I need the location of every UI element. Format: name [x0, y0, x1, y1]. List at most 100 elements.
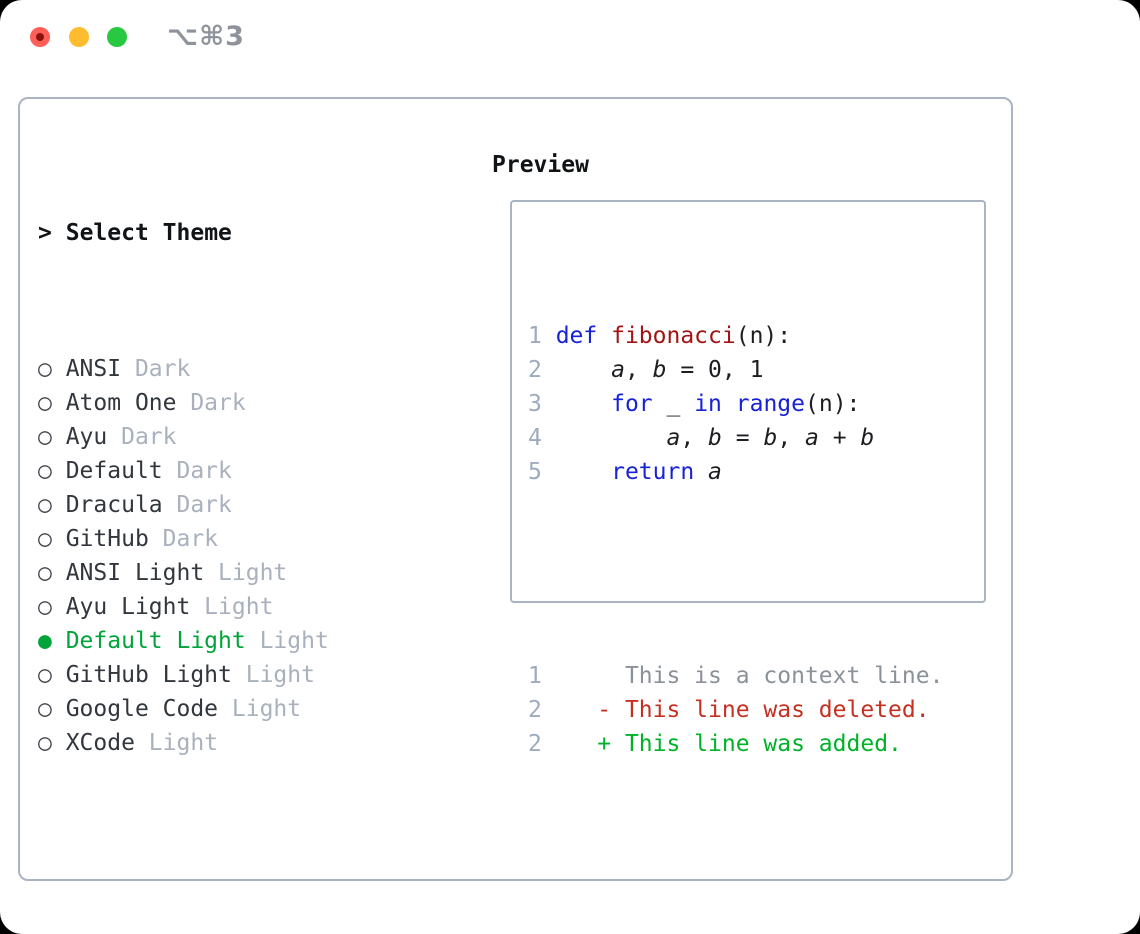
theme-list: ○ ANSI Dark○ Atom One Dark○ Ayu Dark○ De…: [38, 352, 426, 760]
theme-name-label: Ayu: [65, 424, 108, 450]
line-number: 2: [528, 697, 542, 723]
code-token: a: [708, 459, 722, 485]
code-token: b: [652, 357, 667, 383]
radio-unselected-icon: ○: [38, 390, 66, 416]
theme-variant-tag: Dark: [121, 356, 191, 382]
code-token: [556, 459, 611, 485]
code-token: in: [694, 391, 722, 417]
code-token: [694, 459, 708, 485]
minimize-button[interactable]: [69, 27, 89, 47]
theme-variant-tag: Light: [204, 560, 288, 586]
line-number: 2: [528, 357, 556, 383]
theme-name-label: Default Light: [65, 628, 246, 654]
theme-variant-tag: Light: [231, 662, 315, 688]
radio-unselected-icon: ○: [38, 696, 66, 722]
diff-line-added: 2 + This line was added.: [528, 727, 972, 761]
diff-text: + This line was added.: [541, 731, 902, 757]
theme-name-label: XCode: [65, 730, 135, 756]
code-token: [722, 391, 736, 417]
radio-unselected-icon: ○: [38, 458, 66, 484]
code-line: 2 a, b = 0, 1: [528, 353, 972, 387]
theme-variant-tag: Dark: [176, 390, 246, 416]
theme-option-atom-one-dark[interactable]: ○ Atom One Dark: [38, 386, 426, 420]
theme-option-default-dark[interactable]: ○ Default Dark: [38, 454, 426, 488]
theme-variant-tag: Dark: [107, 424, 177, 450]
theme-option-github-dark[interactable]: ○ GitHub Dark: [38, 522, 426, 556]
spacer: [38, 862, 426, 896]
radio-unselected-icon: ○: [38, 662, 66, 688]
code-token: [556, 357, 611, 383]
line-number: 1: [528, 323, 556, 349]
theme-option-ayu-dark[interactable]: ○ Ayu Dark: [38, 420, 426, 454]
diff-line-context: 1 This is a context line.: [528, 659, 972, 693]
theme-name-label: ANSI Light: [65, 560, 205, 586]
code-token: [556, 391, 611, 417]
theme-variant-tag: Dark: [148, 526, 219, 552]
code-line: 1 def fibonacci(n):: [528, 319, 972, 353]
radio-unselected-icon: ○: [38, 526, 66, 552]
close-button[interactable]: [30, 27, 50, 47]
theme-variant-tag: Light: [190, 594, 274, 620]
select-theme-header: > Select Theme: [38, 216, 426, 250]
theme-name-label: Default: [65, 458, 163, 484]
line-number: 5: [528, 459, 556, 485]
line-number: 1: [528, 663, 542, 689]
code-token: a: [666, 425, 681, 451]
diff-preview: 1 This is a context line. 2 - This line w…: [528, 659, 972, 761]
diff-text: - This line was deleted.: [541, 697, 930, 723]
code-token: = 0, 1: [666, 357, 764, 383]
theme-name-label: Atom One: [65, 390, 177, 416]
code-token: fibonacci: [611, 323, 736, 349]
theme-name-label: GitHub Light: [65, 662, 232, 688]
code-token: a: [611, 357, 625, 383]
theme-option-ayu-light-light[interactable]: ○ Ayu Light Light: [38, 590, 426, 624]
theme-variant-tag: Light: [134, 730, 219, 756]
code-token: b: [763, 425, 778, 451]
prompt-icon: >: [38, 220, 52, 246]
theme-name-label: Ayu Light: [65, 594, 191, 620]
line-number: 4: [528, 425, 556, 451]
radio-unselected-icon: ○: [38, 424, 66, 450]
theme-option-ansi-light-light[interactable]: ○ ANSI Light Light: [38, 556, 426, 590]
code-line: 4 a, b = b, a + b: [528, 421, 972, 455]
radio-unselected-icon: ○: [38, 730, 66, 756]
theme-name-label: Google Code: [65, 696, 219, 722]
theme-variant-tag: Dark: [162, 458, 232, 484]
code-token: ,: [624, 357, 653, 383]
window-title: ⌥⌘3: [167, 21, 245, 52]
radio-unselected-icon: ○: [38, 594, 66, 620]
code-line: 5 return a: [528, 455, 972, 489]
code-token: ,: [680, 425, 709, 451]
theme-name-label: Dracula: [65, 492, 163, 518]
theme-selector-panel: > Select Theme ○ ANSI Dark○ Atom One Dar…: [18, 97, 1013, 881]
theme-name-label: ANSI: [65, 356, 122, 382]
theme-name-label: GitHub: [65, 526, 149, 552]
code-token: b: [708, 425, 722, 451]
theme-option-google-code-light[interactable]: ○ Google Code Light: [38, 692, 426, 726]
code-line: 3 for _ in range(n):: [528, 387, 972, 421]
theme-variant-tag: Light: [245, 628, 329, 654]
code-token: ,: [777, 425, 806, 451]
code-token: b: [860, 425, 875, 451]
left-column: > Select Theme ○ ANSI Dark○ Atom One Dar…: [38, 148, 426, 934]
radio-selected-icon: ●: [38, 628, 66, 654]
theme-option-xcode-light[interactable]: ○ XCode Light: [38, 726, 426, 760]
code-token: _: [652, 391, 695, 417]
theme-option-dracula-dark[interactable]: ○ Dracula Dark: [38, 488, 426, 522]
code-token: (n):: [805, 391, 861, 417]
theme-option-github-light-light[interactable]: ○ GitHub Light Light: [38, 658, 426, 692]
theme-option-ansi-dark[interactable]: ○ ANSI Dark: [38, 352, 426, 386]
code-token: =: [721, 425, 764, 451]
code-token: def: [555, 323, 612, 349]
theme-option-default-light-light[interactable]: ● Default Light Light: [38, 624, 426, 658]
preview-header: Preview: [492, 152, 589, 178]
line-number: 3: [528, 391, 556, 417]
radio-unselected-icon: ○: [38, 492, 66, 518]
line-number: 2: [528, 731, 542, 757]
spacer: [528, 557, 972, 591]
theme-variant-tag: Dark: [162, 492, 232, 518]
code-token: return: [611, 459, 695, 485]
zoom-button[interactable]: [107, 27, 127, 47]
